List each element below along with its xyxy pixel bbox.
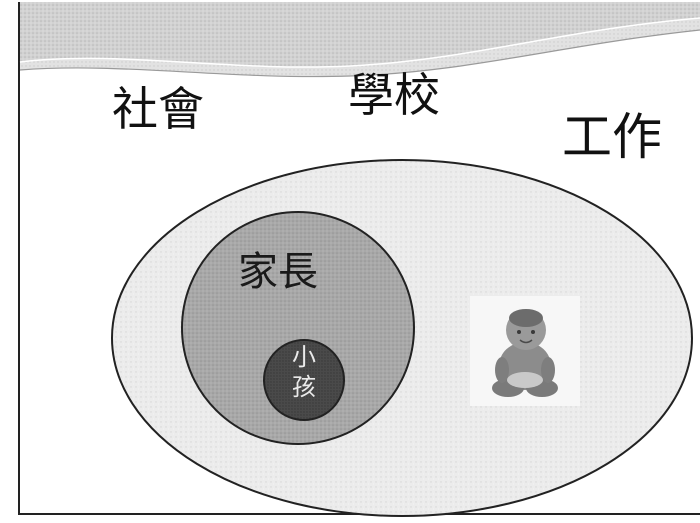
baby-photo <box>470 296 580 406</box>
inner-circle <box>263 339 345 421</box>
label-work: 工作 <box>562 108 662 166</box>
label-society: 社會 <box>112 82 204 136</box>
middle-circle <box>181 211 415 445</box>
label-child: 小孩 <box>292 343 316 401</box>
label-parents: 家長 <box>238 249 318 295</box>
label-school: 學校 <box>348 68 440 122</box>
